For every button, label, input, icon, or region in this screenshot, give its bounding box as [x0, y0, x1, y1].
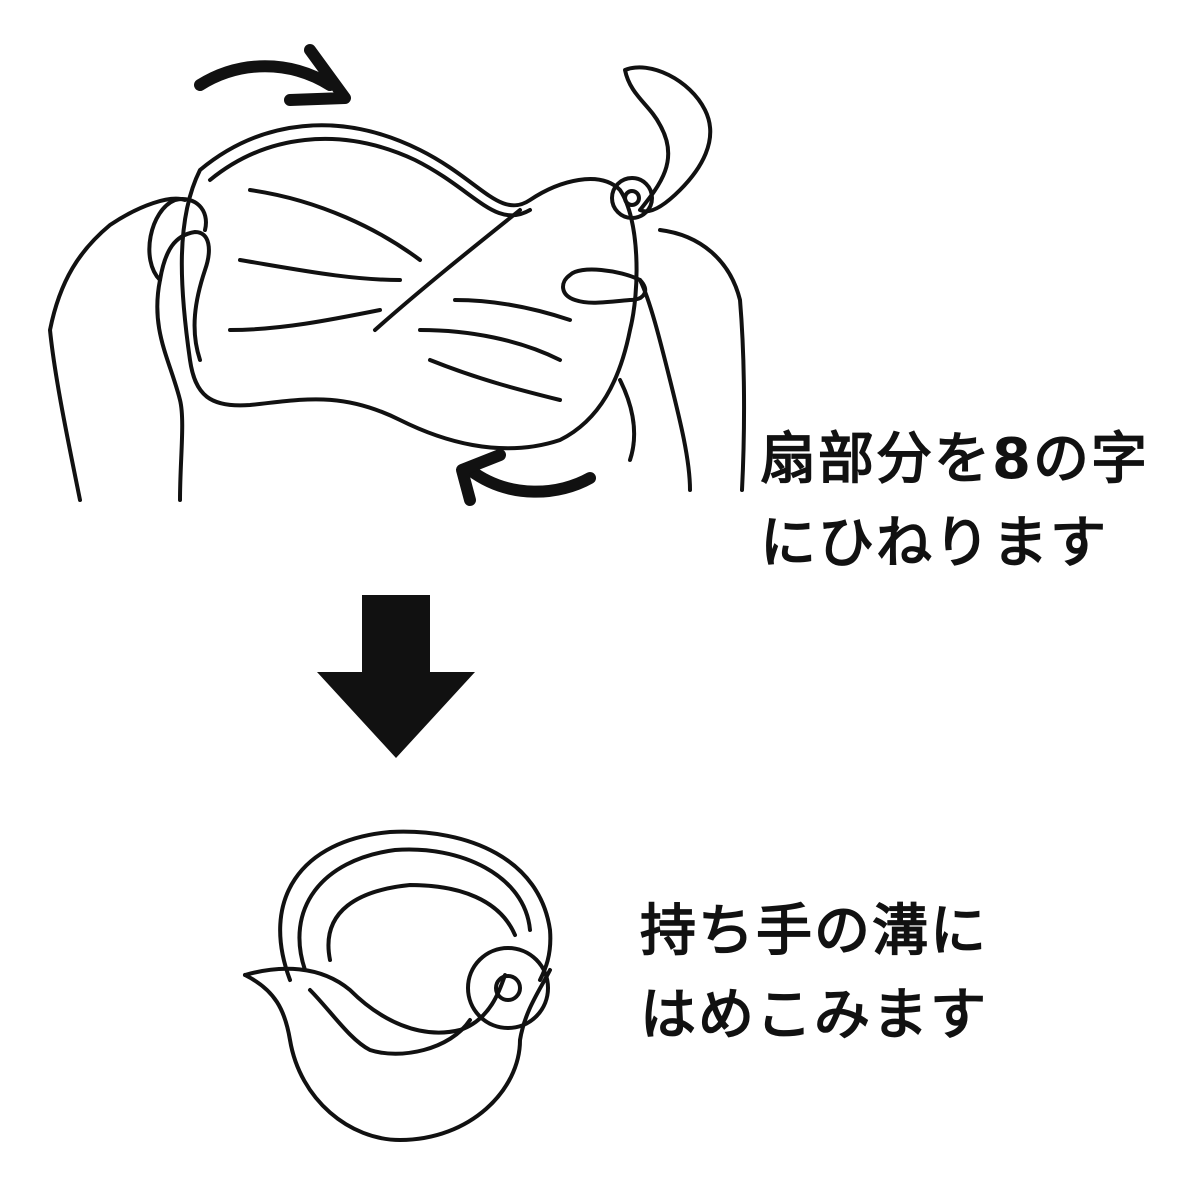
rotate-arrow-bottom: [464, 464, 596, 498]
assembled-fan-drawing: [243, 829, 553, 1142]
step1-caption: 扇部分を8の字 にひねります: [760, 418, 1149, 586]
rotate-arrow-bottom-head: [456, 449, 506, 506]
rotate-arrow-top: [194, 60, 336, 91]
right-hand-drawing: [561, 228, 747, 492]
step2-caption: 持ち手の溝に はめこみます: [640, 890, 988, 1058]
step2-line2: はめこみます: [640, 983, 988, 1048]
step1-line2: にひねります: [760, 511, 1108, 576]
twisted-fan-drawing: [179, 123, 639, 451]
handle-tab-drawing: [610, 65, 713, 220]
rotate-arrow-top-head: [284, 44, 351, 106]
down-arrow-icon: [317, 595, 475, 758]
step2-line1: 持ち手の溝に: [640, 899, 988, 964]
left-hand-drawing: [48, 196, 211, 502]
step1-line1: 扇部分を8の字: [760, 427, 1149, 492]
